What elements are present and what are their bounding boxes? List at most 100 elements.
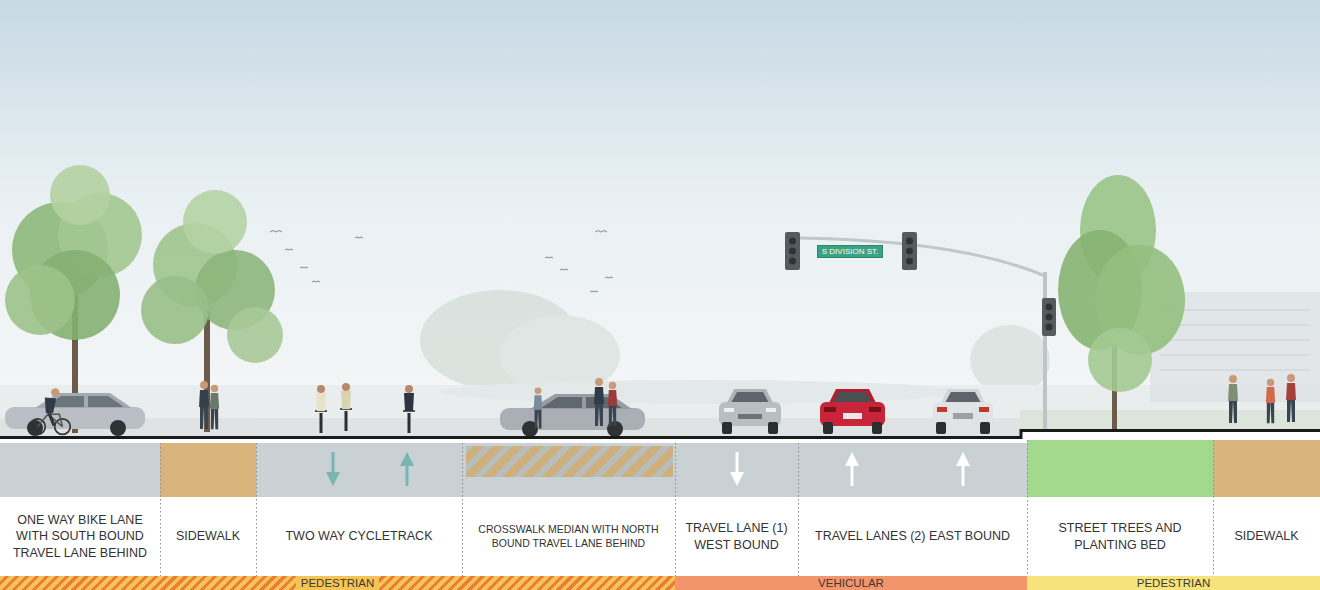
crosswalk-hatch bbox=[466, 446, 673, 477]
direction-arrow bbox=[730, 472, 744, 486]
car-rear-view bbox=[953, 413, 973, 419]
column-label: ONE WAY BIKE LANE WITH SOUTH BOUND TRAVE… bbox=[5, 512, 155, 561]
column-label: TRAVEL LANE (1) WEST BOUND bbox=[680, 520, 793, 553]
column-label: STREET TREES AND PLANTING BED bbox=[1032, 520, 1208, 553]
zone-label: PEDESTRIAN bbox=[1132, 576, 1216, 590]
street-tree bbox=[5, 265, 75, 335]
car-front-view bbox=[724, 408, 734, 412]
column-divider bbox=[798, 443, 799, 576]
pedestrian bbox=[594, 378, 604, 426]
pedestrian bbox=[199, 374, 1296, 429]
car-rear-view bbox=[829, 389, 876, 403]
bar-label-area: VEHICULAR bbox=[675, 576, 1027, 590]
pedestrian bbox=[1286, 374, 1296, 422]
bird bbox=[590, 291, 598, 292]
crosswalk-hatch bbox=[466, 446, 673, 477]
column-label: TRAVEL LANES (2) EAST BOUND bbox=[815, 528, 1010, 544]
street-tree bbox=[183, 190, 247, 254]
car-rear-view bbox=[823, 422, 833, 434]
bird bbox=[560, 269, 568, 270]
pedestrian bbox=[534, 387, 543, 428]
lane-band bbox=[256, 443, 462, 497]
car-front-view bbox=[738, 414, 762, 419]
column-label-area: SIDEWALK bbox=[1218, 498, 1315, 575]
car-front-view bbox=[768, 422, 778, 434]
zone-label: PEDESTRIAN bbox=[296, 576, 380, 590]
bird bbox=[270, 231, 613, 293]
column-label-area: TWO WAY CYCLETRACK bbox=[261, 498, 457, 575]
cyclist bbox=[315, 385, 327, 433]
traffic-signal bbox=[1046, 314, 1053, 321]
direction-arrow bbox=[326, 472, 340, 486]
bird bbox=[605, 277, 613, 278]
column-divider bbox=[160, 443, 161, 576]
column-divider bbox=[256, 443, 257, 576]
sidewalk-column: SIDEWALK bbox=[1213, 441, 1320, 576]
street-tree bbox=[5, 165, 142, 433]
sky bbox=[0, 0, 1320, 437]
column-label: CROSSWALK MEDIAN WITH NORTH BOUND TRAVEL… bbox=[467, 523, 670, 550]
cycletrack-column: TWO WAY CYCLETRACK bbox=[256, 441, 462, 576]
traffic-signal bbox=[789, 258, 796, 265]
car-rear-view bbox=[869, 407, 881, 412]
street-tree bbox=[141, 190, 283, 432]
car-rear-view bbox=[937, 407, 947, 412]
car-front-view bbox=[719, 389, 781, 434]
car-rear-view bbox=[936, 422, 946, 434]
direction-arrow bbox=[400, 452, 414, 466]
car-front-view bbox=[722, 422, 732, 434]
street-tree bbox=[50, 165, 110, 225]
street-tree bbox=[1058, 175, 1185, 430]
lane-band bbox=[675, 443, 798, 497]
distant-haze bbox=[440, 380, 960, 404]
car-rear-view bbox=[833, 392, 872, 403]
sky bbox=[0, 0, 1320, 437]
zone-bar: PEDESTRIAN bbox=[0, 576, 675, 590]
cyclist bbox=[30, 383, 415, 434]
car-rear-view bbox=[820, 389, 885, 434]
column-label-area: TRAVEL LANE (1) WEST BOUND bbox=[680, 498, 793, 575]
car-rear-view bbox=[941, 389, 985, 403]
pedestrian bbox=[210, 385, 219, 430]
direction-arrow bbox=[332, 452, 335, 474]
zone-bar: PEDESTRIAN bbox=[1027, 576, 1320, 590]
column-label: SIDEWALK bbox=[176, 528, 240, 544]
column-label-area: TRAVEL LANES (2) EAST BOUND bbox=[803, 498, 1022, 575]
street-tree bbox=[141, 276, 209, 344]
road-surface bbox=[0, 410, 1320, 437]
traffic-signal bbox=[789, 248, 796, 255]
traffic-signal bbox=[1042, 298, 1056, 336]
parked-car bbox=[45, 396, 124, 407]
lane-column: ONE WAY BIKE LANE WITH SOUTH BOUND TRAVE… bbox=[0, 441, 160, 576]
bird bbox=[285, 249, 293, 250]
lane-band bbox=[1213, 440, 1320, 497]
lane-band bbox=[1027, 440, 1213, 497]
traffic-signal bbox=[785, 232, 800, 270]
bird bbox=[312, 281, 320, 282]
car-rear-view bbox=[945, 392, 981, 403]
column-divider bbox=[1213, 440, 1214, 576]
section-ground bbox=[0, 431, 1320, 438]
direction-arrow bbox=[406, 464, 409, 486]
lane-band bbox=[0, 440, 1320, 497]
cyclist bbox=[403, 385, 415, 433]
traffic-signal bbox=[796, 238, 1045, 276]
pedestrian bbox=[608, 382, 617, 427]
cyclist bbox=[30, 388, 71, 434]
pedestrian bbox=[199, 381, 209, 429]
direction-arrow bbox=[736, 452, 739, 474]
car-front-view bbox=[731, 392, 769, 403]
background-building bbox=[1160, 310, 1310, 370]
cyclist bbox=[340, 383, 352, 431]
direction-arrow bbox=[845, 452, 859, 466]
car-front-view bbox=[727, 389, 773, 403]
section-ground bbox=[0, 430, 1320, 590]
lane-column: TRAVEL LANE (1) WEST BOUND bbox=[675, 441, 798, 576]
column-label: TWO WAY CYCLETRACK bbox=[285, 528, 432, 544]
car-front-view bbox=[766, 408, 776, 412]
car-rear-view bbox=[843, 413, 862, 419]
street-tree bbox=[227, 307, 283, 363]
car-rear-view bbox=[980, 422, 990, 434]
road-surface bbox=[1020, 410, 1320, 430]
